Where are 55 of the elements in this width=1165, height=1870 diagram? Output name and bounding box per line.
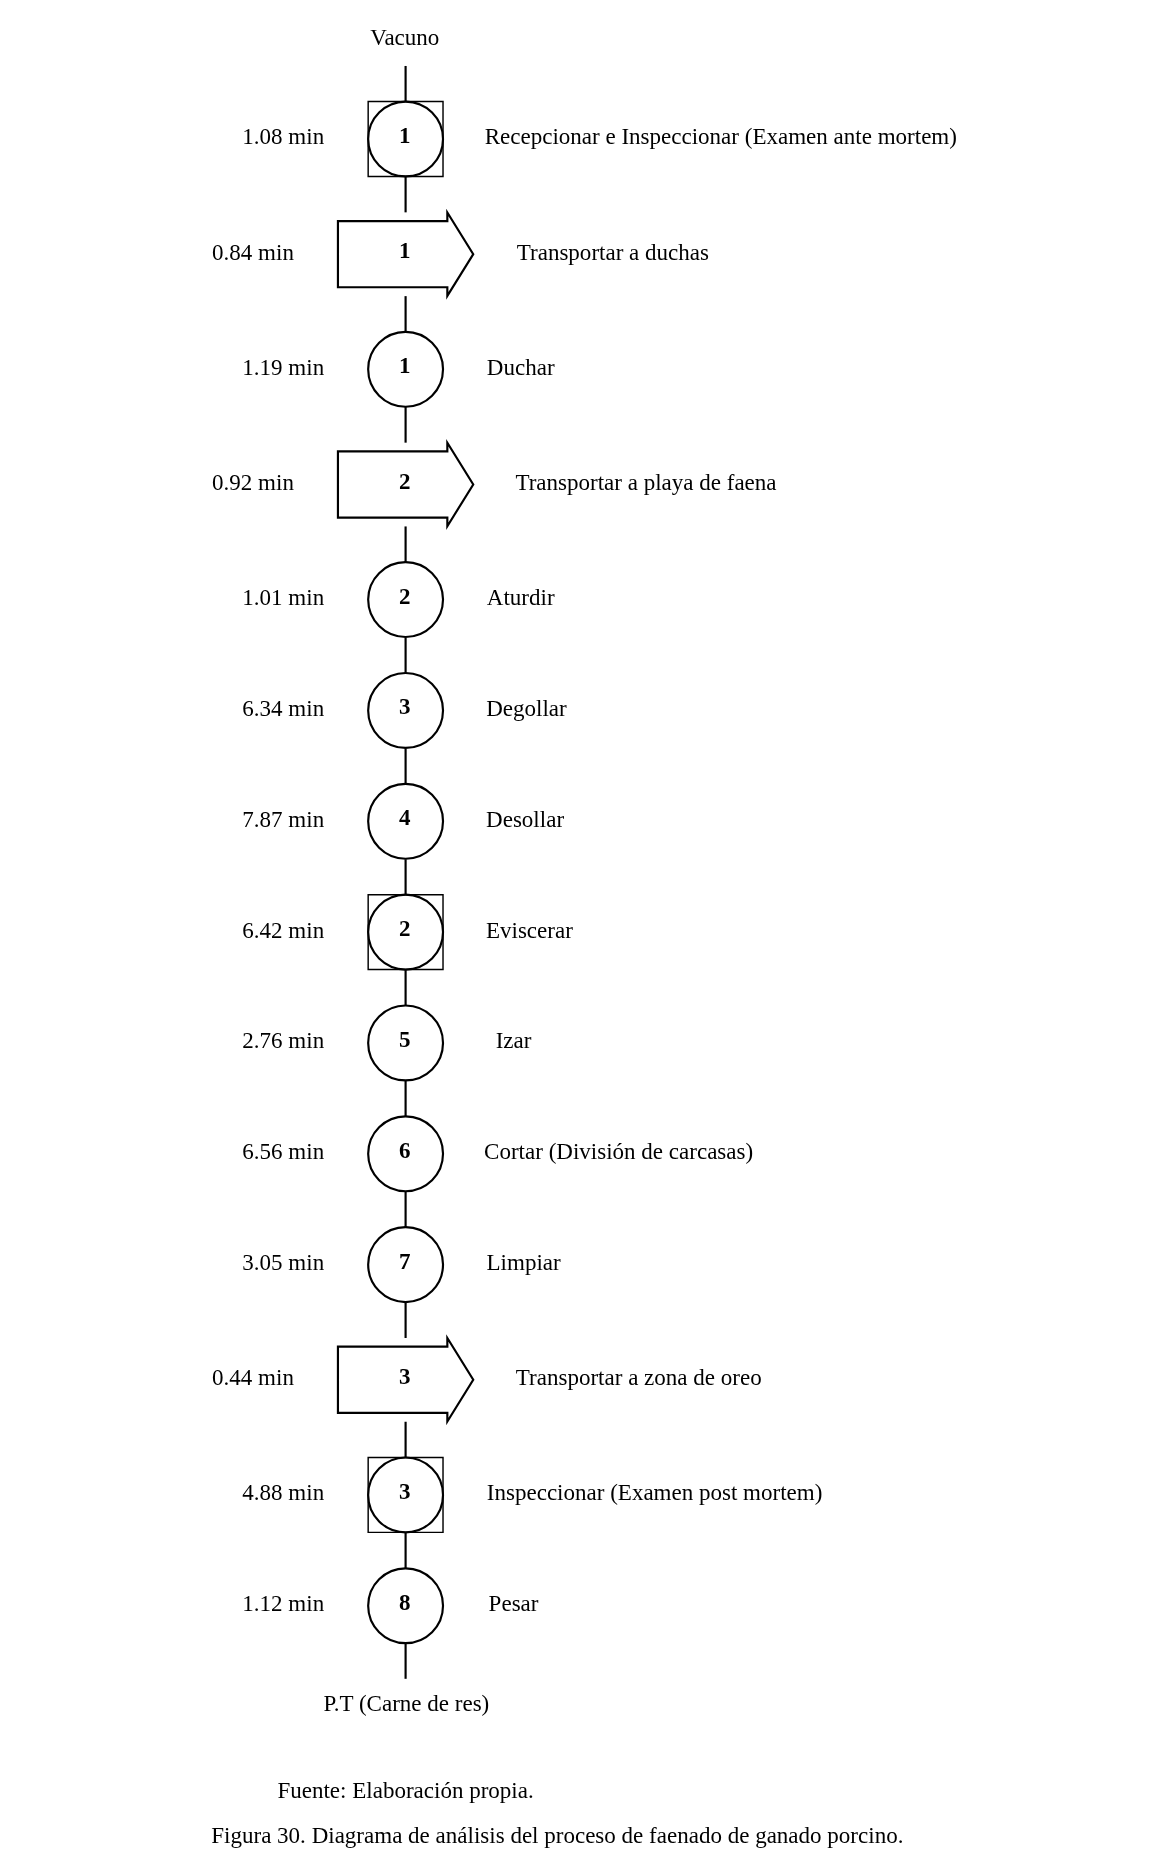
node-circle: 8 xyxy=(366,1567,444,1645)
connector xyxy=(404,526,407,563)
node-circle: 7 xyxy=(366,1226,444,1304)
connector xyxy=(404,1302,407,1338)
node-label: Transportar a zona de oreo xyxy=(515,1364,762,1391)
node-label: 0.84 min xyxy=(211,238,294,265)
connector xyxy=(404,970,407,1006)
node-label: 6.42 min xyxy=(241,916,324,943)
node-label: 4.88 min xyxy=(241,1479,324,1506)
connector xyxy=(404,1080,407,1117)
node-circle: 5 xyxy=(366,1004,444,1082)
node-label: Desollar xyxy=(485,805,564,832)
node-circle: 3 xyxy=(366,671,444,749)
node-label: Transportar a duchas xyxy=(516,238,709,265)
connector xyxy=(404,1532,407,1569)
connector xyxy=(404,296,407,332)
node-circle: 4 xyxy=(366,782,444,860)
caption: Figura 30. Diagrama de análisis del proceso de faenado de ganado porcino. xyxy=(210,1821,903,1848)
node-label: Izar xyxy=(495,1027,531,1054)
node-label: Pesar xyxy=(488,1590,538,1617)
node-label: 7.87 min xyxy=(241,805,324,832)
node-text: P.T (Carne de res) xyxy=(323,1689,489,1716)
node-label: 6.56 min xyxy=(241,1138,324,1165)
node-label: 1.01 min xyxy=(241,584,324,611)
node-label: Degollar xyxy=(485,694,567,721)
node-circle: 1 xyxy=(366,330,444,408)
node-label: 0.44 min xyxy=(211,1364,294,1391)
node-label: Inspeccionar (Examen post mortem) xyxy=(486,1479,822,1506)
connector xyxy=(404,406,407,443)
connector xyxy=(404,1643,407,1679)
connector xyxy=(404,1421,407,1458)
node-circle: 6 xyxy=(366,1115,444,1193)
node-label: Recepcionar e Inspeccionar (Examen ante mortem) xyxy=(484,123,957,150)
label: Fuente: Elaboración propia. xyxy=(276,1777,534,1804)
node-text: Vacuno xyxy=(369,24,439,51)
connector xyxy=(404,637,407,673)
connector xyxy=(404,65,407,102)
connector xyxy=(404,859,407,895)
node-circle: 2 xyxy=(366,561,444,639)
node-label: Cortar (División de carcasas) xyxy=(483,1138,753,1165)
node-label: 1.12 min xyxy=(241,1590,324,1617)
node-label: 0.92 min xyxy=(211,468,294,495)
node-label: 2.76 min xyxy=(241,1027,324,1054)
node-label: 6.34 min xyxy=(241,694,324,721)
node-label: 1.19 min xyxy=(241,353,324,380)
connector xyxy=(404,1191,407,1228)
node-label: Eviscerar xyxy=(485,916,573,943)
connector xyxy=(404,748,407,784)
node-label: 1.08 min xyxy=(241,123,324,150)
connector xyxy=(404,176,407,213)
node-label: 3.05 min xyxy=(241,1249,324,1276)
node-label: Transportar a playa de faena xyxy=(514,468,777,495)
node-label: Duchar xyxy=(486,353,555,380)
node-label: Aturdir xyxy=(486,584,555,611)
node-label: Limpiar xyxy=(486,1249,561,1276)
